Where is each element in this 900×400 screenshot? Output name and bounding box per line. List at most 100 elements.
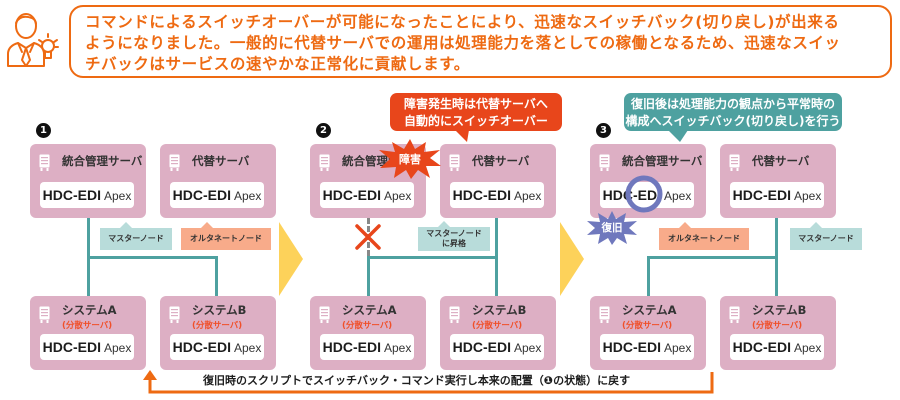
intro-message-box: コマンドによるスイッチオーバーが可能になったことにより、迅速なスイッチバック(切… bbox=[69, 5, 892, 78]
callout-line: 自動的にスイッチオーバー bbox=[404, 114, 548, 128]
connector-line bbox=[647, 256, 650, 296]
server-icon bbox=[449, 154, 460, 171]
product-suffix: Apex bbox=[233, 341, 262, 355]
tag-master-node: マスターノード bbox=[790, 222, 862, 250]
product-suffix: Apex bbox=[103, 189, 132, 203]
product-name: HDC-EDI bbox=[42, 339, 101, 355]
callout-line: 構成へスイッチバック(切り戻し)を行う bbox=[625, 114, 841, 128]
product-name: HDC-EDI bbox=[172, 339, 231, 355]
recovery-label: 復旧 bbox=[601, 222, 623, 234]
product-name: HDC-EDI bbox=[322, 187, 381, 203]
server-icon bbox=[319, 306, 330, 323]
product-name: HDC-EDI bbox=[452, 339, 511, 355]
server-title: 代替サーバ bbox=[472, 154, 530, 168]
connector-line bbox=[495, 218, 498, 296]
server-title: 代替サーバ bbox=[752, 154, 810, 168]
connector-line bbox=[215, 256, 218, 296]
callout-pointer bbox=[455, 130, 469, 142]
callout-pointer bbox=[668, 130, 688, 142]
step-arrow-2-to-3 bbox=[560, 222, 584, 296]
failover-callout: 障害発生時は代替サーバへ 自動的にスイッチオーバー bbox=[390, 93, 562, 131]
product-suffix: Apex bbox=[383, 189, 412, 203]
return-caption: 復旧時のスクリプトでスイッチバック・コマンド実行し本来の配置（❶の状態）に戻す bbox=[203, 374, 631, 387]
tag-line: に昇格 bbox=[442, 239, 466, 248]
server-title: システムA bbox=[622, 303, 677, 317]
server-title: システムB bbox=[752, 303, 807, 317]
return-arrow bbox=[143, 370, 714, 394]
product-name: HDC-EDI bbox=[602, 339, 661, 355]
server-title: システムB bbox=[192, 303, 247, 317]
tag-line: マスターノード bbox=[426, 229, 482, 238]
product-name: HDC-EDI bbox=[42, 187, 101, 203]
server-title: システムA bbox=[62, 303, 117, 317]
product-name: HDC-EDI bbox=[732, 187, 791, 203]
connector-line bbox=[775, 218, 778, 296]
server-subtitle: (分散サーバ) bbox=[472, 321, 523, 331]
product-name: HDC-EDI bbox=[452, 187, 511, 203]
intro-line-2: ようになりました。一般的に代替サーバでの運用は処理能力を落としての稼働となるため… bbox=[85, 34, 841, 52]
connector-line bbox=[367, 256, 370, 296]
server-subtitle: (分散サーバ) bbox=[192, 321, 243, 331]
failure-burst-icon bbox=[379, 139, 441, 179]
product-suffix: Apex bbox=[663, 189, 692, 203]
server-icon bbox=[449, 306, 460, 323]
server-icon bbox=[39, 306, 50, 323]
server-title: システムB bbox=[472, 303, 527, 317]
server-subtitle: (分散サーバ) bbox=[342, 321, 393, 331]
tag-alternate-node: オルタネートノード bbox=[659, 222, 749, 250]
switchback-callout: 復旧後は処理能力の観点から平常時の 構成へスイッチバック(切り戻し)を行う bbox=[624, 93, 842, 131]
failure-label: 障害 bbox=[399, 153, 421, 166]
tag-master-node: マスターノード bbox=[100, 222, 172, 250]
product-suffix: Apex bbox=[513, 189, 542, 203]
intro-line-1: コマンドによるスイッチオーバーが可能になったことにより、迅速なスイッチバック(切… bbox=[85, 13, 840, 31]
server-subtitle: (分散サーバ) bbox=[752, 321, 803, 331]
step-number-1: 1 bbox=[36, 123, 51, 138]
product-suffix: Apex bbox=[383, 341, 412, 355]
server-icon bbox=[729, 154, 740, 171]
callout-line: 復旧後は処理能力の観点から平常時の bbox=[630, 97, 835, 111]
server-subtitle: (分散サーバ) bbox=[622, 321, 673, 331]
person-with-lightbulb-icon bbox=[7, 13, 59, 67]
callout-line: 障害発生時は代替サーバへ bbox=[404, 97, 548, 111]
product-suffix: Apex bbox=[233, 189, 262, 203]
product-suffix: Apex bbox=[103, 341, 132, 355]
product-name: HDC-EDI bbox=[322, 339, 381, 355]
step-number-2: 2 bbox=[316, 123, 331, 138]
product-name: HDC-EDI bbox=[602, 187, 661, 203]
server-icon bbox=[599, 306, 610, 323]
recovery-ring-icon bbox=[625, 175, 663, 213]
intro-line-3: チバックはサービスの速やかな正常化に貢献します。 bbox=[85, 55, 470, 73]
server-icon bbox=[599, 154, 610, 171]
tag-alternate-node: オルタネートノード bbox=[181, 222, 271, 250]
connector-line bbox=[367, 256, 498, 259]
tag-promoted-master-node: マスターノード に昇格 bbox=[418, 221, 490, 251]
server-title: 代替サーバ bbox=[192, 154, 250, 168]
product-suffix: Apex bbox=[793, 341, 822, 355]
connector-line bbox=[87, 256, 218, 259]
product-suffix: Apex bbox=[513, 341, 542, 355]
recovery-burst-icon bbox=[587, 211, 637, 245]
server-title: システムA bbox=[342, 303, 397, 317]
server-icon bbox=[169, 154, 180, 171]
server-title: 統合管理サーバ bbox=[622, 154, 703, 168]
product-suffix: Apex bbox=[663, 341, 692, 355]
server-icon bbox=[319, 154, 330, 171]
